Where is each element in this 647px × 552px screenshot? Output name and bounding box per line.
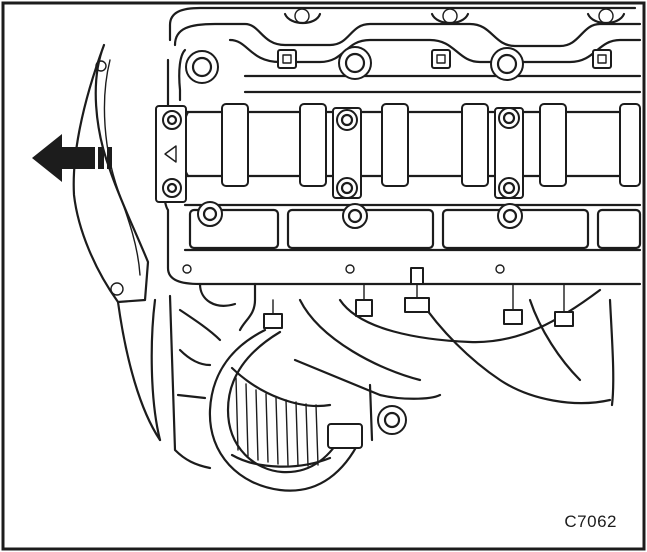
head-lower-face: [182, 201, 642, 307]
front-bearing-cap: [155, 105, 187, 203]
lower-housing: [150, 294, 222, 470]
coolant-hose: [208, 328, 407, 492]
cylinder-head: [160, 6, 642, 286]
timing-belt-cover: [72, 43, 162, 442]
exhaust-manifold: [238, 267, 615, 407]
arrow-left-icon: [32, 134, 112, 182]
camshaft: [180, 103, 642, 199]
figure-code: C7062: [564, 512, 617, 531]
